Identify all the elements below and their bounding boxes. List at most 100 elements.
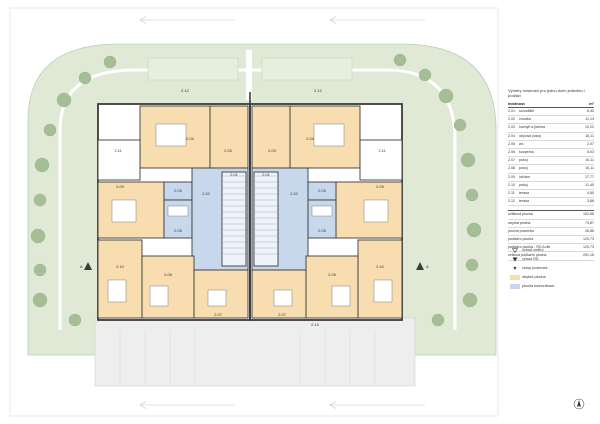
tree-icon	[103, 55, 117, 69]
tree-icon	[438, 88, 454, 104]
room-terrace	[359, 139, 403, 181]
room-label: 2.11	[378, 149, 385, 153]
legend-entrance-land: vstup pozemek	[508, 264, 548, 272]
room-label: 2.08	[328, 273, 335, 277]
legend-communication-area: plocha komunikace	[508, 282, 555, 290]
room-name: terasa	[519, 199, 529, 204]
room-code: 2.04	[508, 133, 515, 138]
unit-left: 2.042.032.112.092.052.062.022.102.082.07…	[97, 103, 251, 321]
room-label: 2.01	[230, 173, 237, 177]
summary-value: 102,86	[583, 212, 594, 217]
bathtub-icon	[311, 205, 333, 217]
bottom-street-arrows	[139, 401, 425, 409]
tree-icon	[33, 263, 47, 277]
room-label: 2.07	[278, 313, 285, 317]
rooms-table-header-room: místnost	[508, 101, 525, 106]
summary-label: celková podlažní plocha	[508, 253, 547, 258]
room-label: 2.07	[214, 313, 221, 317]
summary-row: užitková plocha 102,86	[508, 211, 594, 220]
room-kitchen	[251, 105, 291, 169]
room-label: 2.02	[290, 192, 297, 196]
rooms-table-title: Výměry místností pro jednu dolní jednotk…	[508, 88, 585, 98]
room-label: 2.09	[116, 185, 123, 189]
tree-icon	[460, 152, 476, 168]
room-label: 2.06	[174, 229, 181, 233]
room-label: 2.11	[114, 149, 121, 153]
room-name: terasa	[519, 191, 529, 196]
bed-icon	[111, 199, 137, 223]
room-area: 16,11	[585, 133, 594, 138]
summary-value: 251,16	[583, 253, 594, 258]
room-name: chodba	[519, 117, 531, 122]
room-code: 2.08	[508, 166, 515, 171]
summary-label: podlažní plocha - RD A dle	[508, 245, 551, 250]
bed-icon	[149, 285, 169, 307]
room-area: 10,11	[585, 166, 594, 171]
room-label: 2.03	[268, 149, 275, 153]
room-label: 2.08	[164, 273, 171, 277]
tree-icon	[78, 71, 92, 85]
summary-label: užitková plocha	[508, 212, 533, 217]
summary-row: plocha pozemku 26,86	[508, 228, 594, 237]
legend-entrance-garden-label: vchod RD	[522, 257, 539, 261]
tree-icon	[34, 157, 50, 173]
room-area: 11,45	[585, 182, 594, 187]
bottom-mark-label: 2.13	[311, 322, 320, 327]
room-label: 2.03	[224, 149, 231, 153]
room-10	[97, 239, 143, 319]
summary-label: podlažní plocha	[508, 237, 534, 242]
pavement	[94, 317, 416, 387]
top-garden-hatch	[147, 57, 353, 81]
bed-icon	[331, 285, 351, 307]
living-swatch-icon	[508, 274, 522, 280]
room-code: 2.05	[508, 141, 515, 146]
tree-icon	[30, 228, 46, 244]
room-10	[357, 239, 403, 319]
room-label: 2.05	[174, 189, 181, 193]
room-label: 2.01	[262, 173, 269, 177]
tree-icon	[466, 222, 482, 238]
legend-entrance-land-label: vstup pozemek	[522, 266, 548, 270]
rooms-table: Výměry místností pro jednu dolní jednotk…	[508, 88, 594, 261]
legend-living-area: obytná plocha	[508, 273, 546, 281]
tree-icon	[393, 53, 407, 67]
summary-value: 26,86	[585, 228, 594, 233]
tree-icon	[453, 118, 467, 132]
terrace-label-left: 2.12	[181, 88, 190, 93]
triangle-small-icon	[508, 266, 522, 271]
room-code: 2.06	[508, 150, 515, 155]
room-code: 2.09	[508, 174, 515, 179]
summary-label: plocha pozemku	[508, 228, 535, 233]
room-area: 10,22	[585, 125, 594, 130]
bed-icon	[107, 279, 127, 303]
bed-icon	[373, 279, 393, 303]
room-stairs	[221, 171, 247, 267]
room-label: 2.09	[376, 185, 383, 189]
terrace-label-right: 2.12	[314, 88, 323, 93]
room-label: 2.05	[318, 189, 325, 193]
bed-icon	[273, 289, 293, 307]
legend-living-area-label: obytná plocha	[522, 275, 546, 279]
tree-icon	[431, 313, 445, 327]
top-street-arrows	[139, 16, 425, 24]
room-label: 2.02	[202, 192, 209, 196]
bed-icon	[207, 289, 227, 307]
room-area: 17,77	[585, 174, 594, 179]
sofa	[313, 123, 345, 147]
section-marks	[84, 262, 424, 270]
room-code: 2.12	[508, 199, 515, 204]
tree-icon	[43, 123, 57, 137]
